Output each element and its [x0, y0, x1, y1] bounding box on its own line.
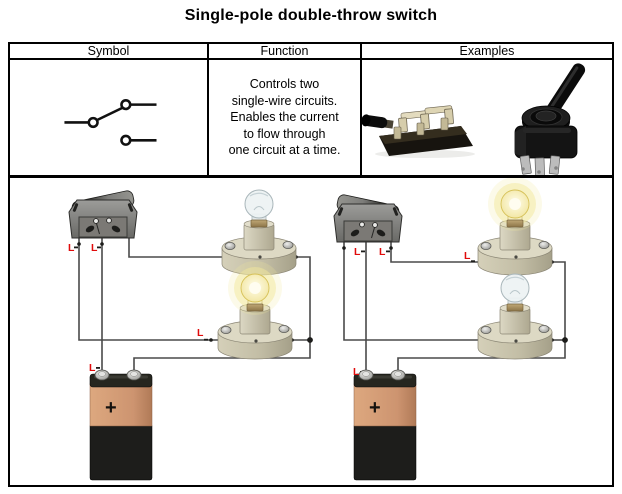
wire-label: L [89, 362, 96, 374]
circuit-demo-panel: + [8, 176, 614, 487]
examples-photos [362, 63, 586, 175]
rocker-switch-right [333, 193, 403, 243]
function-cell: Controls two single-wire circuits. Enabl… [207, 60, 360, 175]
circuit-right: L L L L [333, 178, 568, 481]
circuit-right-labels: L L L L [353, 246, 471, 378]
wire-label: L [353, 366, 360, 378]
bulb-top-right-on [478, 178, 552, 275]
function-text-line: one circuit at a time. [228, 143, 341, 158]
circuit-left-labels: L L L L [68, 242, 204, 374]
function-text-line: Controls two [249, 77, 320, 92]
circuit-diagram: + [68, 178, 568, 481]
rocker-switch-left [68, 189, 138, 239]
info-table: Symbol Function Examples Controls two si… [8, 42, 614, 177]
knife-switch-photo [362, 105, 475, 158]
symbol-cell [10, 60, 207, 175]
page-title: Single-pole double-throw switch [184, 7, 438, 24]
bulb-bottom-right-off [478, 274, 552, 359]
circuit-left: L L L L [68, 189, 313, 481]
function-text-line: to flow through [243, 126, 326, 141]
wire-label: L [379, 246, 386, 258]
spdt-symbol [64, 98, 157, 146]
bulb-bottom-left-on [218, 261, 292, 359]
toggle-switch-photo [514, 63, 586, 175]
function-text: Controls two single-wire circuits. Enabl… [209, 60, 360, 175]
function-text-line: Enables the current [230, 110, 339, 125]
function-text-line: single-wire circuits. [231, 93, 338, 108]
header-symbol: Symbol [10, 44, 207, 60]
examples-cell [360, 60, 612, 175]
wire-label: L [91, 242, 98, 254]
wire-label: L [464, 250, 471, 262]
wire-label: L [354, 246, 361, 258]
header-function: Function [207, 44, 360, 60]
header-examples: Examples [360, 44, 612, 60]
wire-label: L [68, 242, 75, 254]
circuit-left-wires [78, 236, 311, 374]
battery-left [89, 369, 153, 481]
battery-right [353, 369, 417, 481]
wire-label: L [197, 327, 204, 339]
